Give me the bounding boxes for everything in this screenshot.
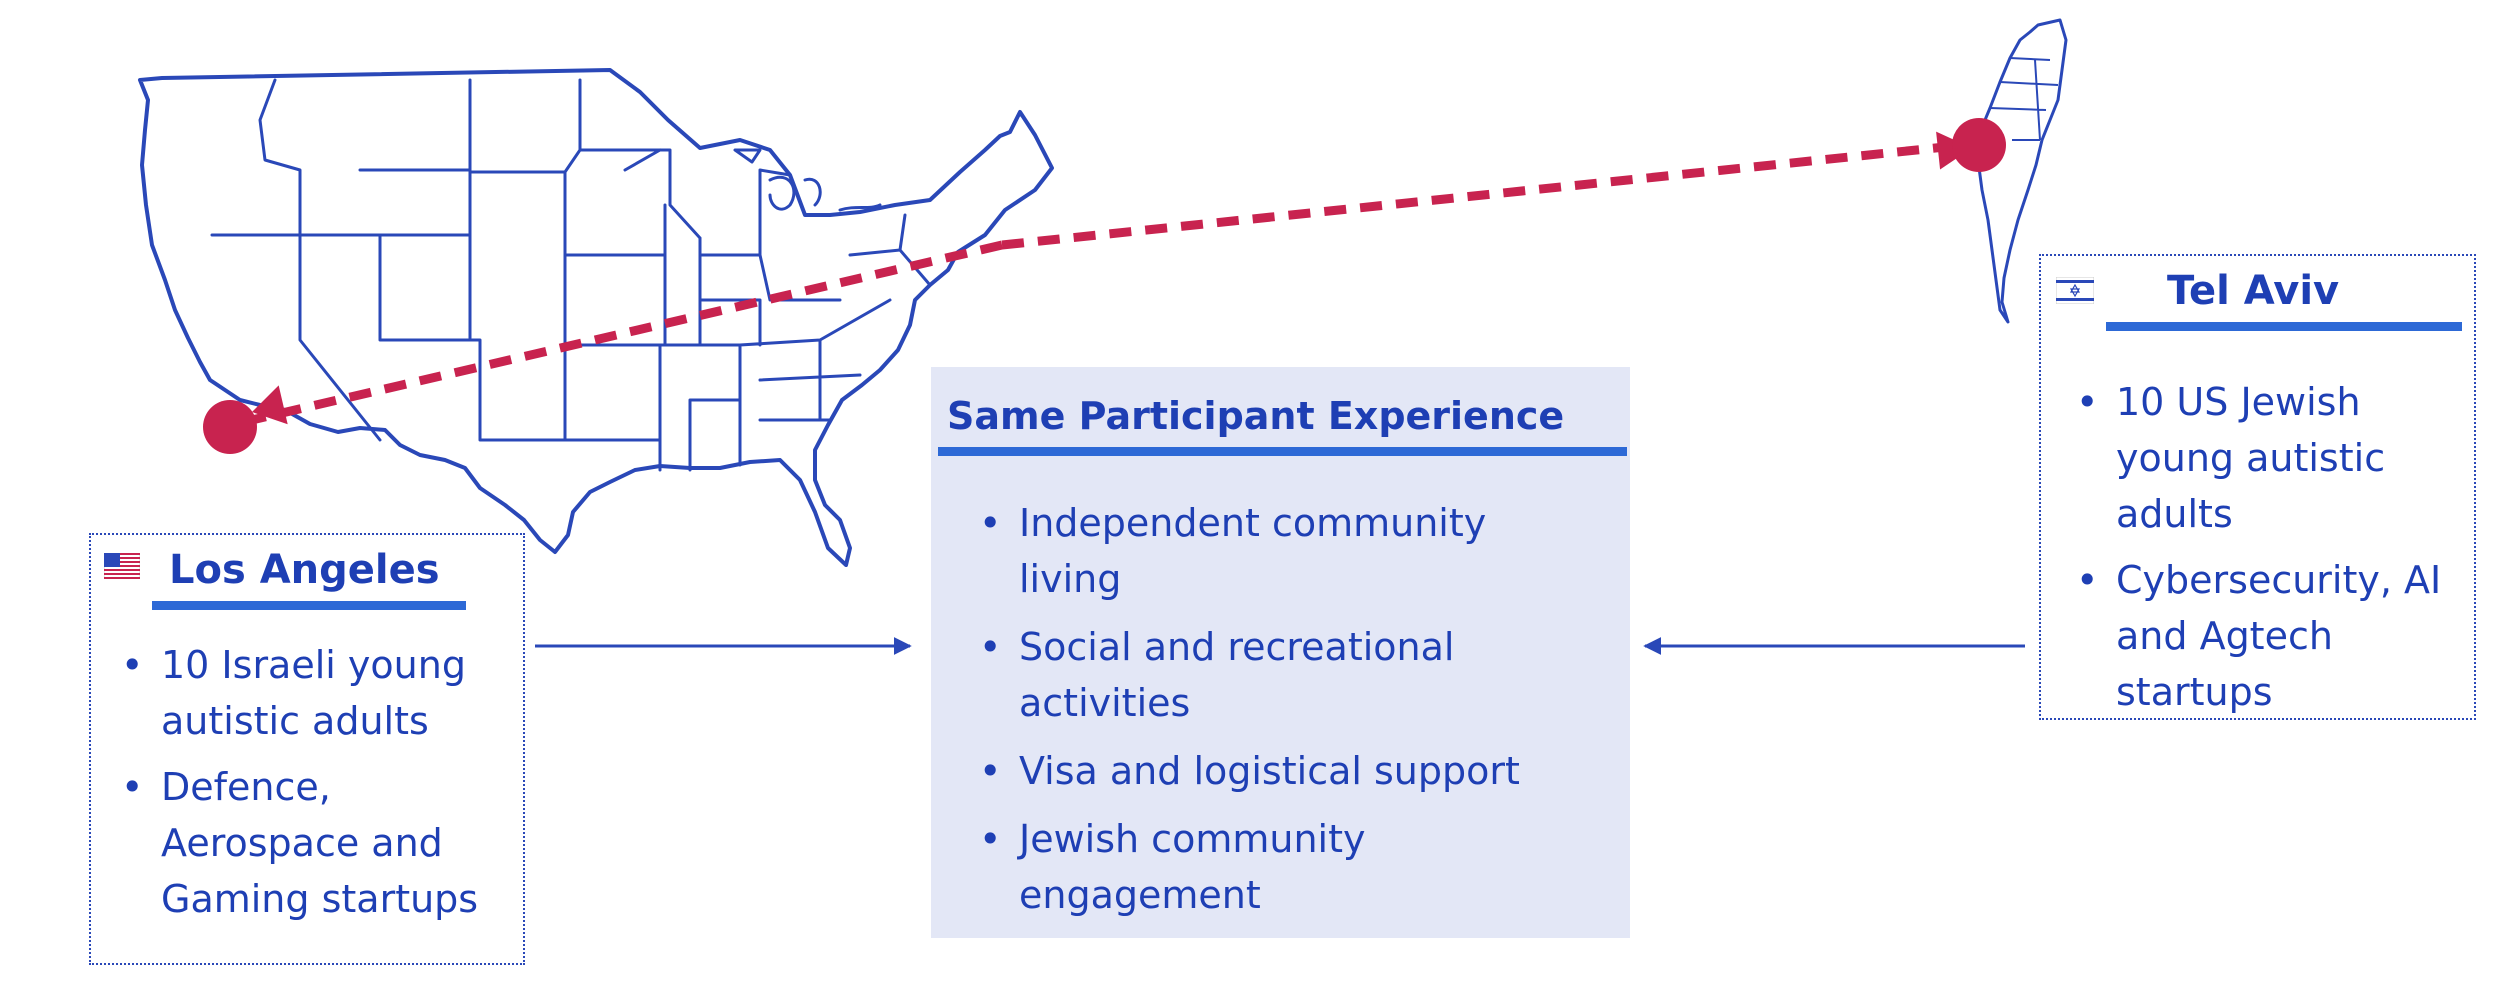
- list-item: 10 Israeli young autistic adults: [121, 637, 511, 749]
- los-angeles-box: Los Angeles 10 Israeli young autistic ad…: [89, 533, 525, 965]
- center-list: Independent community living Social and …: [979, 495, 1599, 935]
- list-item: Independent community living: [979, 495, 1599, 607]
- list-item: Cybersecurity, AI and Agtech startups: [2076, 552, 2466, 720]
- route-dashed-line-east: [1001, 141, 1956, 250]
- route: [203, 118, 2006, 454]
- usa-state-lines: [210, 78, 932, 472]
- list-item: Social and recreational activities: [979, 619, 1599, 731]
- center-title: Same Participant Experience: [947, 394, 1565, 438]
- los-angeles-title-underline: [152, 601, 466, 610]
- center-title-underline: [938, 447, 1627, 456]
- list-item: Defence, Aerospace and Gaming startups: [121, 759, 511, 927]
- usa-map: [138, 68, 1054, 567]
- great-lakes: [733, 148, 882, 212]
- tel-aviv-list: 10 US Jewish young autistic adults Cyber…: [2076, 374, 2466, 730]
- list-item: 10 US Jewish young autistic adults: [2076, 374, 2466, 542]
- israel-region-lines: [1989, 57, 2059, 141]
- route-dashed-line: [250, 240, 1004, 425]
- tel-aviv-title-underline: [2106, 322, 2462, 331]
- list-item: Visa and logistical support: [979, 743, 1599, 799]
- tel-aviv-title: Tel Aviv: [2167, 268, 2340, 314]
- los-angeles-marker: [203, 400, 257, 454]
- los-angeles-title: Los Angeles: [169, 547, 440, 593]
- usa-outline: [138, 68, 1054, 567]
- los-angeles-list: 10 Israeli young autistic adults Defence…: [121, 637, 511, 937]
- center-box: Same Participant Experience Independent …: [931, 367, 1630, 938]
- israel-map: [1976, 18, 2068, 324]
- us-flag-icon: [104, 553, 140, 579]
- tel-aviv-marker: [1952, 118, 2006, 172]
- route-arrowhead-la: [252, 385, 288, 425]
- israel-flag-icon: [2056, 277, 2094, 304]
- tel-aviv-box: Tel Aviv 10 US Jewish young autistic adu…: [2039, 254, 2476, 720]
- israel-outline: [1976, 18, 2068, 324]
- list-item: Jewish community engagement: [979, 811, 1599, 923]
